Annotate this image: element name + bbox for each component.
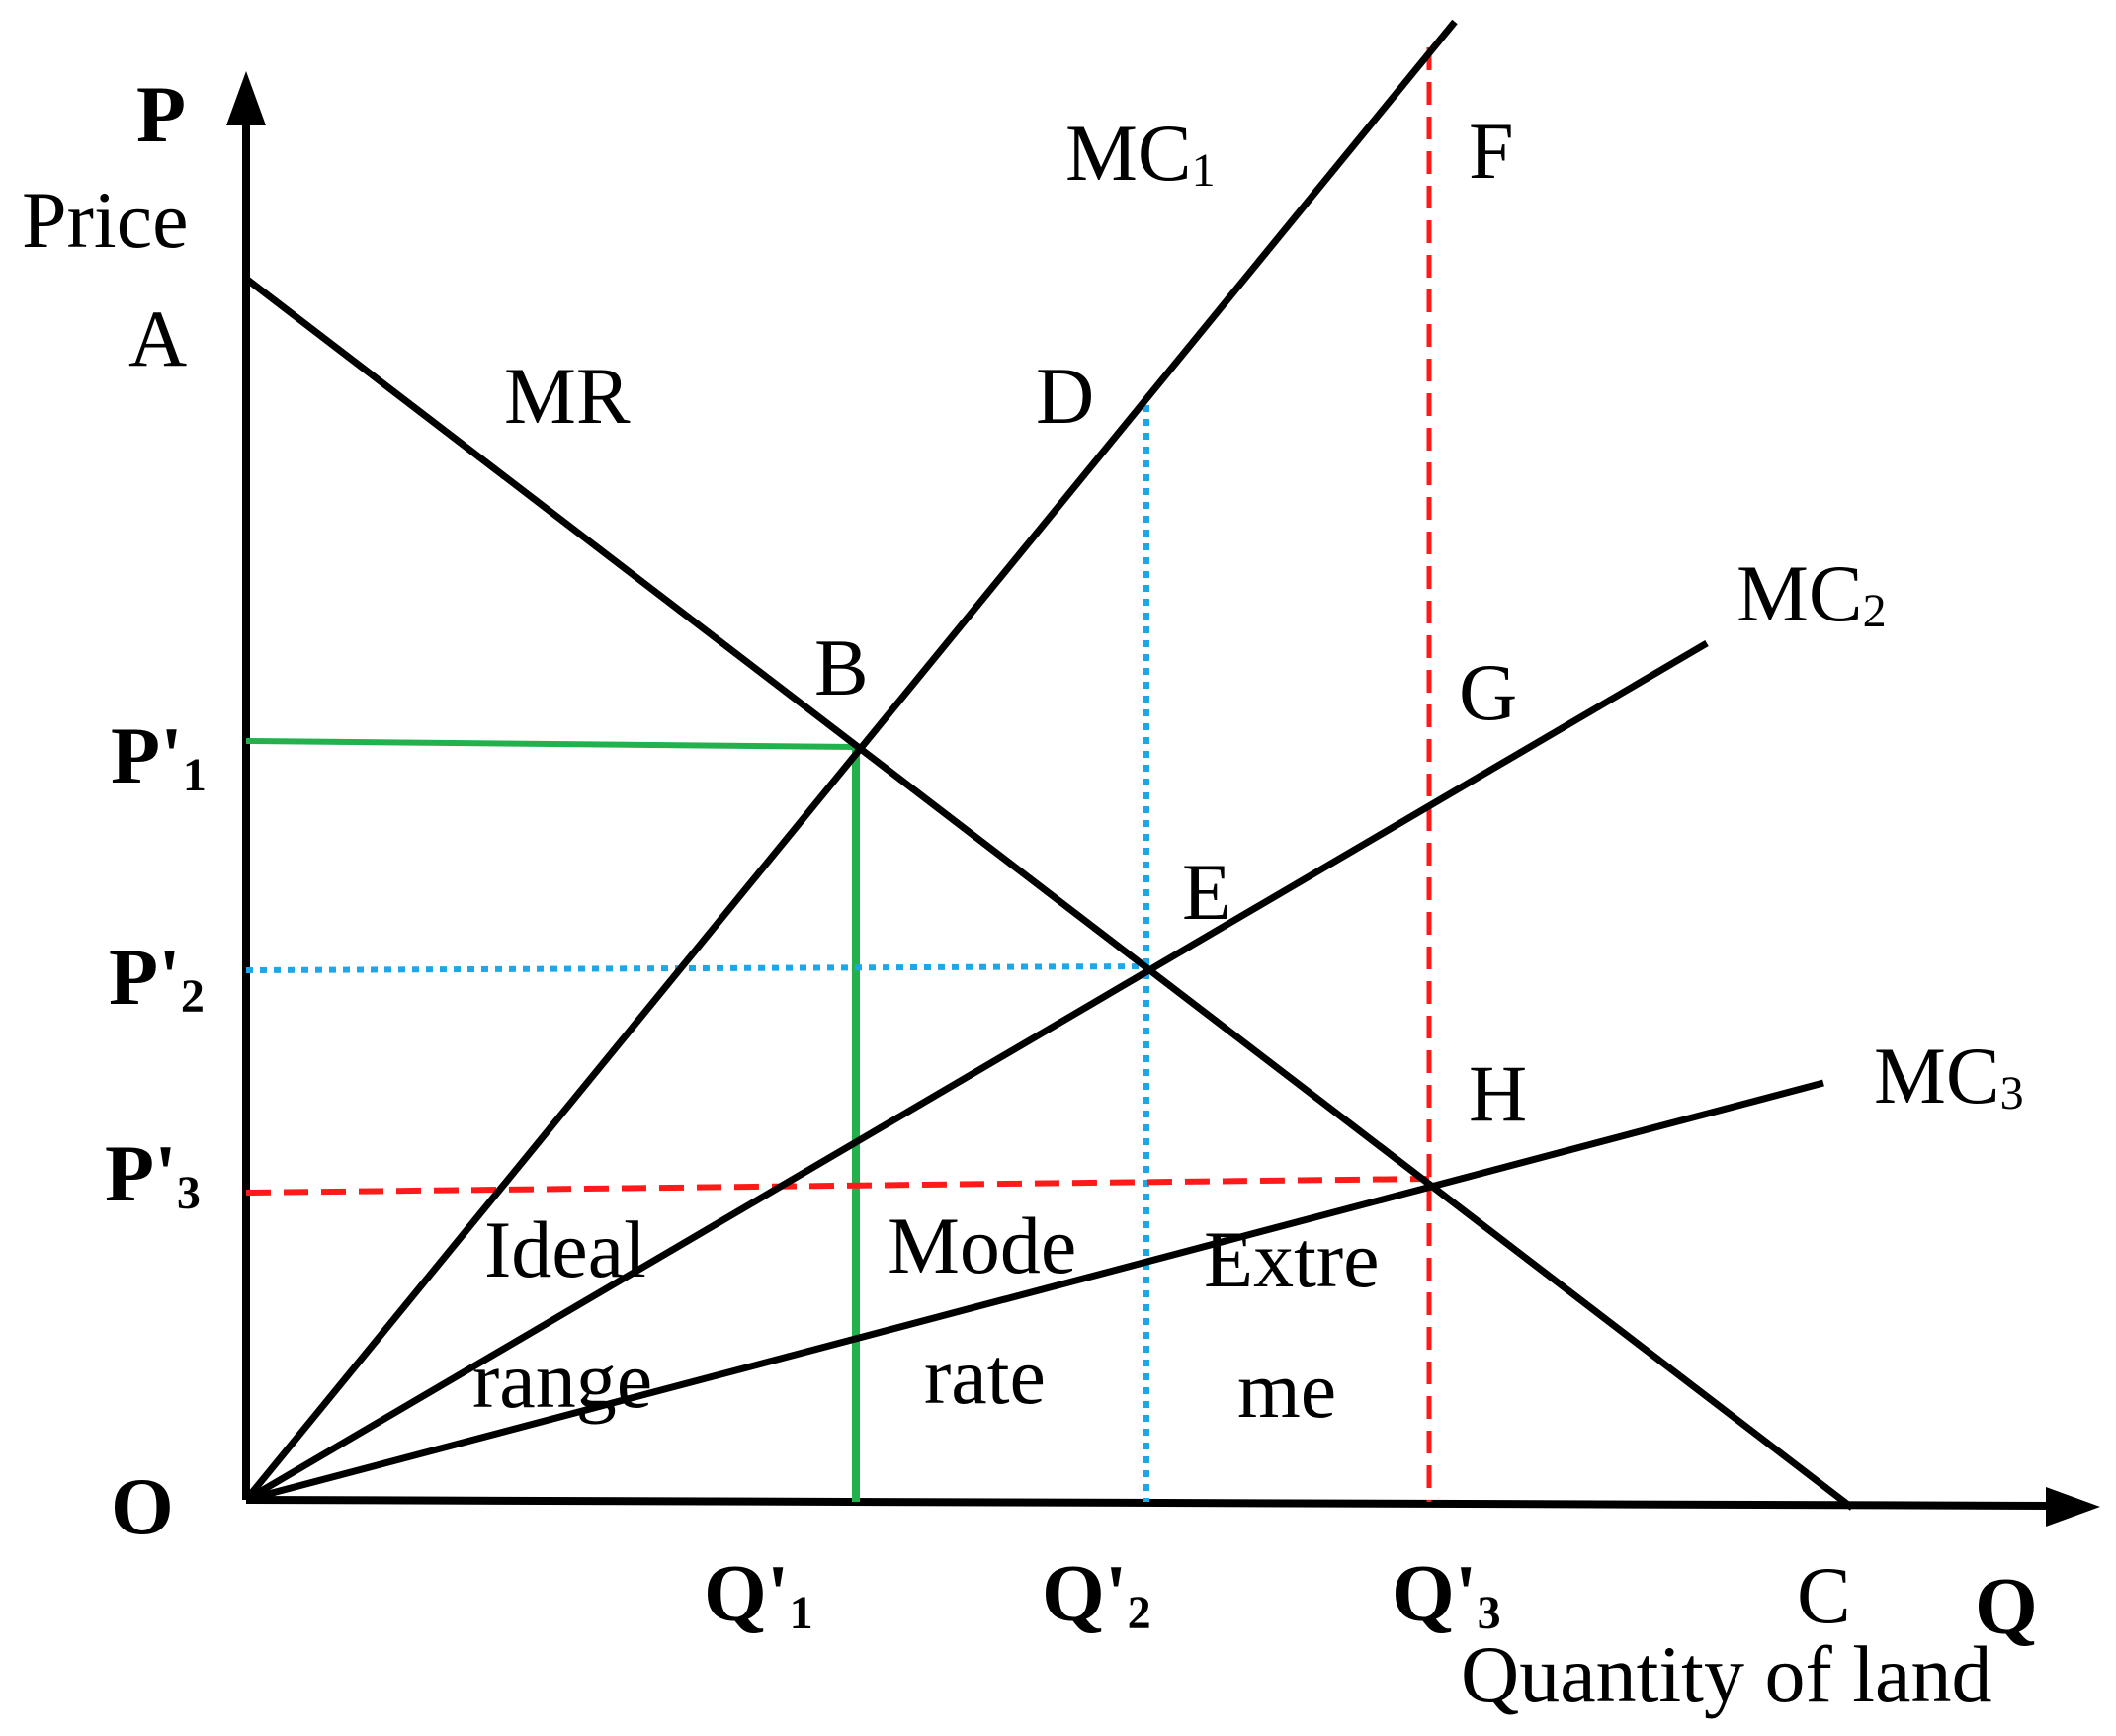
mc2-label: MC2 — [1736, 548, 1887, 638]
mc2-label-base: MC — [1736, 548, 1863, 638]
price-p2-base: P' — [109, 932, 181, 1022]
mr-curve — [243, 276, 1855, 1511]
quantity-q3-sub: 3 — [1478, 1587, 1501, 1639]
quantity-q1-base: Q' — [704, 1548, 790, 1638]
point-c-label: C — [1797, 1550, 1851, 1640]
point-a-label: A — [128, 293, 187, 383]
origin-label: O — [111, 1461, 174, 1551]
y-axis-symbol: P — [136, 69, 186, 159]
mc3-label-sub: 3 — [2000, 1067, 2024, 1119]
point-h-label: H — [1469, 1048, 1527, 1138]
price-p1-base: P' — [111, 710, 183, 800]
price-p2-label: P'2 — [109, 932, 205, 1023]
quantity-q2-label: Q'2 — [1042, 1548, 1151, 1639]
x-axis — [245, 1496, 2057, 1510]
extreme-range-line1: Extre — [1204, 1214, 1380, 1304]
q3-horizontal-guide — [245, 1176, 1430, 1196]
price-p3-label: P'3 — [105, 1128, 201, 1219]
point-b-label: B — [814, 622, 869, 712]
x-axis-name: Quantity of land — [1461, 1629, 1991, 1719]
q1-horizontal-guide — [245, 738, 857, 750]
extreme-range-line2: me — [1237, 1345, 1336, 1435]
moderate-range-line2: rate — [924, 1331, 1046, 1421]
mc3-label: MC3 — [1874, 1031, 2024, 1120]
price-p1-label: P'1 — [111, 710, 207, 801]
mc1-curve — [243, 19, 1458, 1503]
quantity-q3-label: Q'3 — [1392, 1548, 1501, 1639]
y-axis-arrowhead — [226, 71, 266, 125]
point-d-label: D — [1036, 351, 1094, 441]
mc1-label-sub: 1 — [1192, 144, 1216, 197]
ideal-range-line2: range — [472, 1335, 652, 1425]
price-p2-sub: 2 — [181, 970, 205, 1023]
mc1-label-base: MC — [1065, 108, 1192, 198]
mc2-label-sub: 2 — [1863, 585, 1887, 637]
point-g-label: G — [1459, 647, 1517, 737]
x-axis-symbol: Q — [1975, 1561, 2038, 1651]
price-p3-sub: 3 — [177, 1167, 201, 1219]
mc3-curve — [245, 1079, 1824, 1504]
y-axis-name: Price — [22, 175, 188, 265]
quantity-q3-base: Q' — [1392, 1548, 1478, 1638]
point-e-label: E — [1182, 847, 1231, 937]
ideal-range-line1: Ideal — [484, 1204, 646, 1294]
mc1-label: MC1 — [1065, 108, 1216, 198]
price-p3-base: P' — [105, 1128, 177, 1218]
quantity-q2-sub: 2 — [1128, 1587, 1151, 1639]
mc2-curve — [244, 639, 1709, 1504]
quantity-q1-label: Q'1 — [704, 1548, 813, 1639]
quantity-q2-base: Q' — [1042, 1548, 1128, 1638]
price-p1-sub: 1 — [183, 749, 207, 801]
x-axis-arrowhead — [2046, 1487, 2100, 1527]
q2-horizontal-guide — [245, 963, 1147, 973]
mr-label: MR — [504, 351, 631, 441]
point-f-label: F — [1469, 106, 1514, 196]
quantity-q1-sub: 1 — [790, 1587, 813, 1639]
mc3-label-base: MC — [1874, 1031, 2000, 1120]
moderate-range-line1: Mode — [888, 1200, 1076, 1290]
